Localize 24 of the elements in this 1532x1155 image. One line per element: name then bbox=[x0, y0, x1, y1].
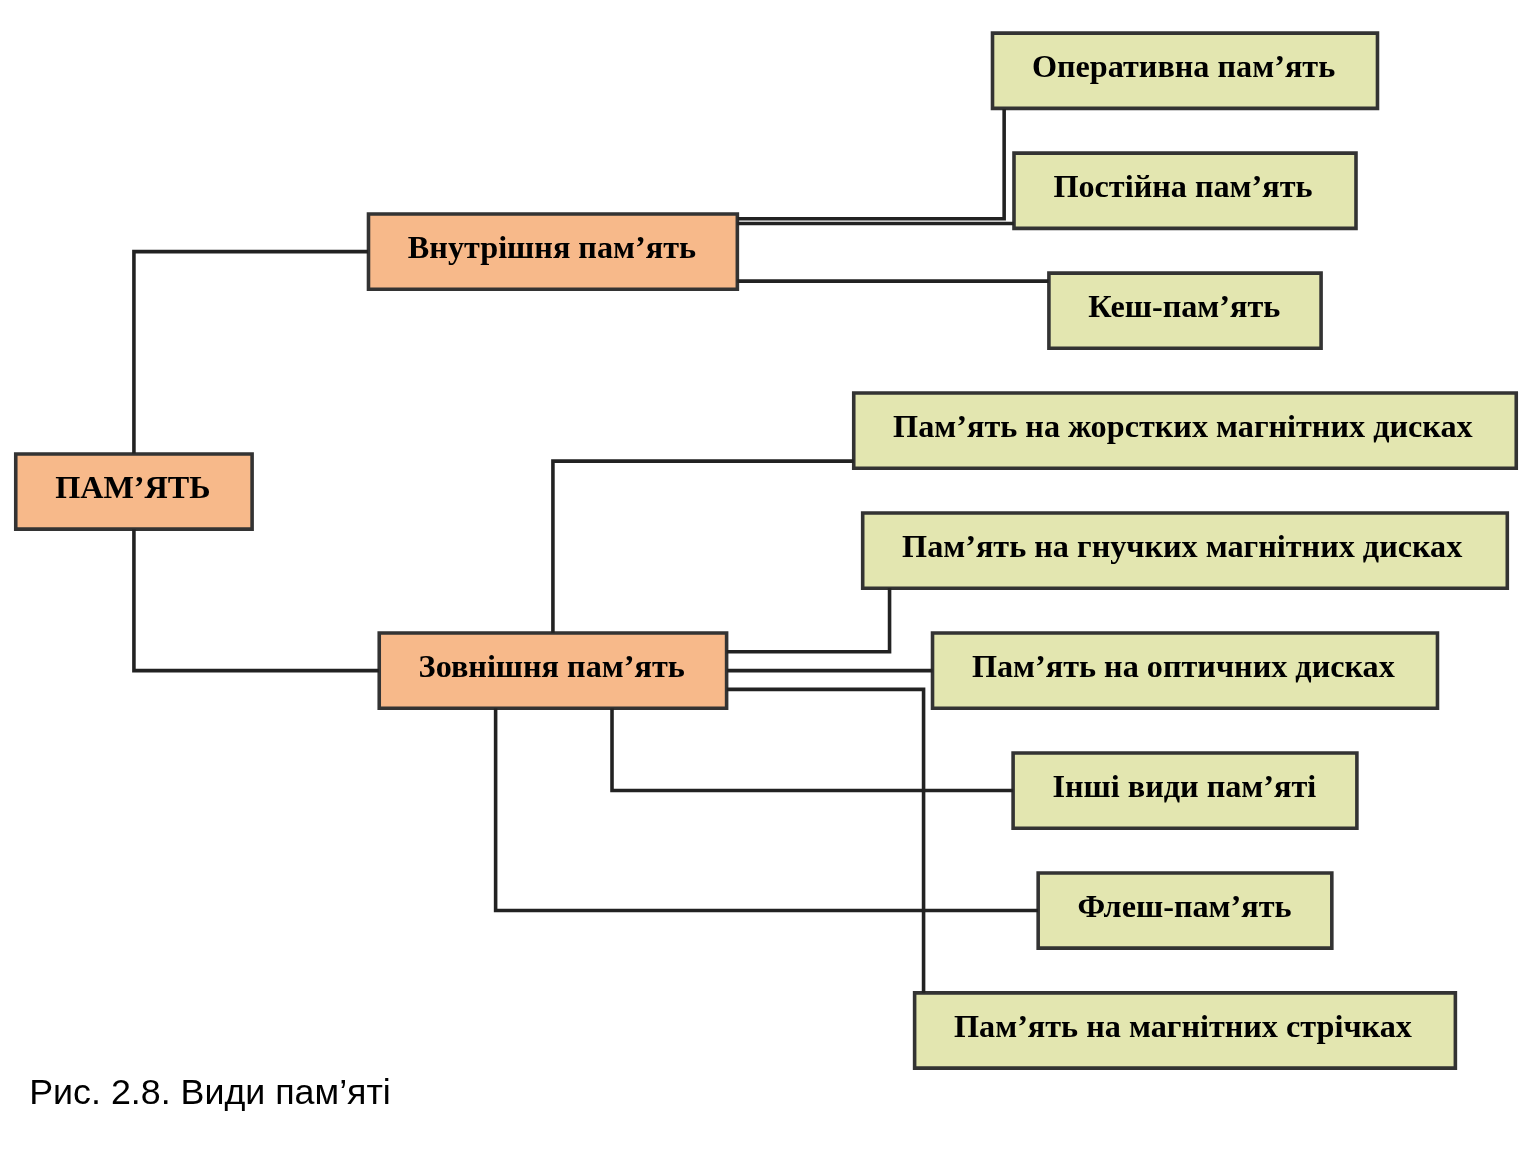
node-box: Інші види пам’яті bbox=[1011, 751, 1359, 830]
node-box: Постійна пам’ять bbox=[1012, 151, 1358, 231]
connector bbox=[737, 108, 1006, 221]
connector bbox=[132, 529, 379, 673]
node-box: Флеш-пам’ять bbox=[1036, 871, 1334, 950]
node-box: Внутрішня пам’ять bbox=[366, 212, 740, 291]
connector bbox=[727, 668, 933, 673]
caption: Рис. 2.8. Види пам’яті bbox=[29, 1071, 391, 1112]
connector bbox=[551, 459, 854, 633]
connector bbox=[737, 221, 1014, 226]
node-box: Пам’ять на жорстких магнітних дисках bbox=[851, 391, 1519, 471]
node-box: Пам’ять на оптичних дисках bbox=[930, 631, 1440, 710]
connector bbox=[737, 279, 1049, 283]
node-box: Оперативна пам’ять bbox=[990, 31, 1380, 111]
node-box: Кеш-пам’ять bbox=[1047, 271, 1323, 351]
node-box: Пам’ять на магнітних стрічках bbox=[912, 991, 1458, 1070]
node-box: Зовнішня пам’ять bbox=[377, 631, 729, 710]
connector bbox=[132, 249, 368, 454]
connector bbox=[726, 687, 926, 993]
connector bbox=[493, 708, 1038, 913]
connector bbox=[726, 588, 892, 654]
node-box: ПАМ’ЯТЬ bbox=[13, 452, 254, 531]
connector bbox=[610, 708, 1014, 793]
node-box: Пам’ять на гнучких магнітних дисках bbox=[860, 511, 1510, 591]
